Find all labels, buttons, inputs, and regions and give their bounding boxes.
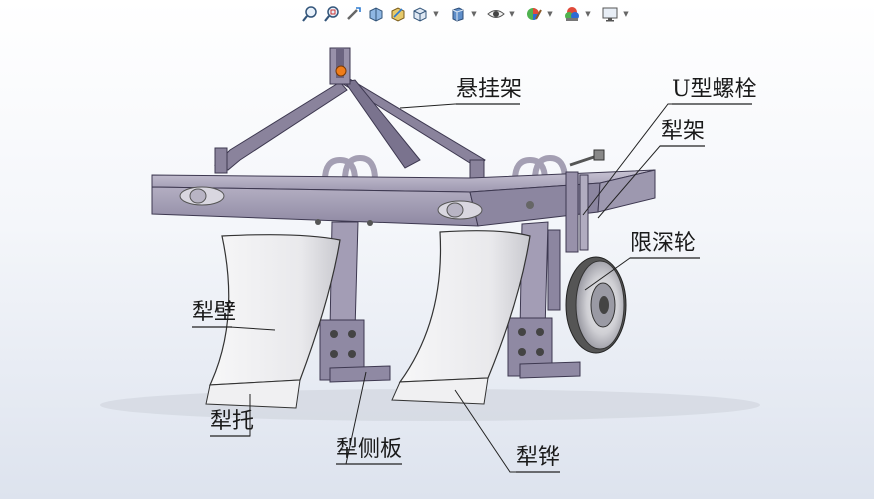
zoom-to-fit-button[interactable] — [300, 4, 320, 24]
apply-scene-button[interactable] — [562, 4, 582, 24]
dynamic-annotation-icon — [391, 7, 405, 22]
hide-show-items-button[interactable] — [486, 4, 506, 24]
edit-appearance-button[interactable] — [524, 4, 544, 24]
chevron-down-icon: ▼ — [471, 10, 477, 18]
edit-appearance-icon — [527, 8, 542, 20]
label-plow-bracket: 犁托 — [210, 409, 255, 434]
heads-up-view-toolbar: ▼ ▼ ▼ ▼ ▼ ▼ — [300, 3, 630, 25]
display-style-button[interactable] — [448, 4, 468, 24]
display-style-icon — [452, 7, 464, 22]
left-plow-body[interactable] — [205, 221, 391, 409]
edit-appearance-dropdown[interactable]: ▼ — [546, 4, 554, 24]
view-settings-button[interactable] — [600, 4, 620, 24]
label-share: 犁铧 — [516, 445, 561, 470]
depth-wheel[interactable] — [547, 149, 627, 354]
apply-scene-dropdown[interactable]: ▼ — [584, 4, 592, 24]
apply-scene-icon — [565, 7, 579, 21]
label-plow-frame: 犁架 — [661, 119, 706, 144]
zoom-to-area-icon — [324, 6, 339, 22]
view-orientation-icon — [413, 7, 427, 22]
right-plow-body[interactable] — [391, 221, 581, 405]
chevron-down-icon: ▼ — [547, 10, 553, 18]
label-u-bolt: U型螺栓 — [672, 77, 757, 102]
previous-view-button[interactable] — [344, 4, 364, 24]
display-style-dropdown[interactable]: ▼ — [470, 4, 478, 24]
hanger[interactable] — [214, 47, 486, 183]
label-landside: 犁侧板 — [336, 437, 403, 462]
chevron-down-icon: ▼ — [623, 10, 629, 18]
previous-view-icon — [347, 7, 361, 20]
eye-icon — [487, 10, 505, 18]
label-hanger: 悬挂架 — [456, 77, 523, 102]
section-view-button[interactable] — [366, 4, 386, 24]
section-view-icon — [369, 7, 383, 22]
view-settings-dropdown[interactable]: ▼ — [622, 4, 630, 24]
chevron-down-icon: ▼ — [585, 10, 591, 18]
zoom-to-area-button[interactable] — [322, 4, 342, 24]
chevron-down-icon: ▼ — [433, 10, 439, 18]
label-underlines — [192, 103, 752, 473]
label-depth-wheel: 限深轮 — [630, 231, 697, 256]
hide-show-items-dropdown[interactable]: ▼ — [508, 4, 516, 24]
view-orientation-button[interactable] — [410, 4, 430, 24]
u-bolts — [322, 154, 568, 181]
chevron-down-icon: ▼ — [509, 10, 515, 18]
zoom-to-fit-icon — [302, 6, 317, 22]
label-moldboard: 犁壁 — [192, 300, 237, 325]
monitor-icon — [602, 7, 618, 22]
dynamic-annotation-button[interactable] — [388, 4, 408, 24]
view-orientation-dropdown[interactable]: ▼ — [432, 4, 440, 24]
